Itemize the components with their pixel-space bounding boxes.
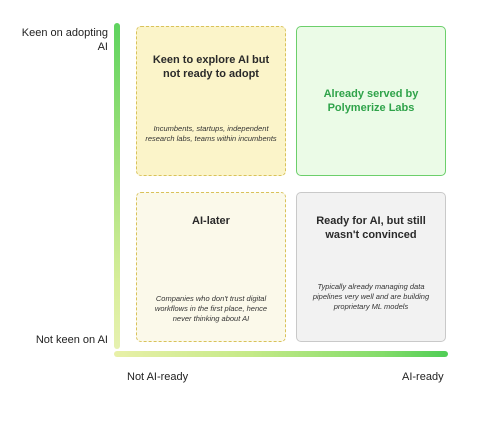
quadrant-bottom-left-title: AI-later <box>192 215 230 227</box>
y-axis-line <box>114 23 120 349</box>
quadrant-top-right: Already served by Polymerize Labs <box>296 26 446 176</box>
quadrant-top-right-title: Already served by Polymerize Labs <box>323 88 419 114</box>
quadrant-bottom-right-title: Ready for AI, but still wasn't convinced <box>316 215 426 241</box>
quadrant-bottom-left-description: Companies who don't trust digital workfl… <box>154 294 268 323</box>
y-axis-top-label: Keen on adopting AI <box>21 27 108 53</box>
x-axis-line <box>114 351 448 357</box>
y-axis-bottom-label: Not keen on AI <box>35 334 108 346</box>
quadrant-bottom-right-description: Typically already managing data pipeline… <box>312 282 430 311</box>
quadrant-top-left-title: Keen to explore AI but not ready to adop… <box>152 54 270 80</box>
quadrant-bottom-left: AI-later Companies who don't trust digit… <box>136 192 286 342</box>
quadrant-top-left-description: Incumbents, startups, independent resear… <box>145 124 277 143</box>
quadrant-bottom-right: Ready for AI, but still wasn't convinced… <box>296 192 446 342</box>
x-axis-right-label: AI-ready <box>402 371 444 383</box>
x-axis-left-label: Not AI-ready <box>127 371 189 383</box>
quadrant-top-left: Keen to explore AI but not ready to adop… <box>136 26 286 176</box>
